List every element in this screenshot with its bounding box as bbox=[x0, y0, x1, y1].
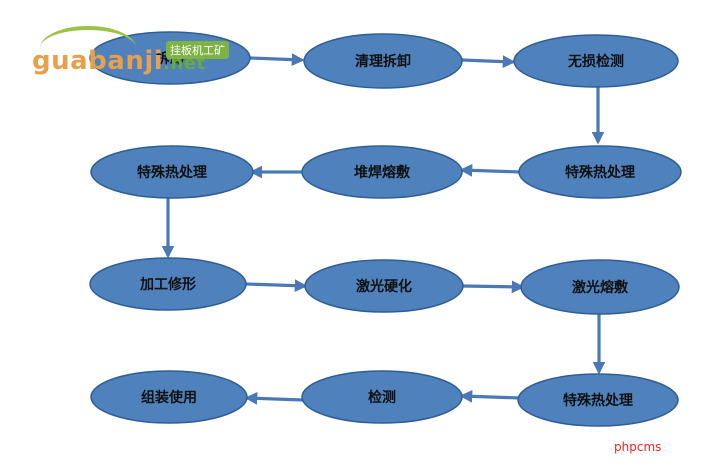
node-label: 特殊热处理 bbox=[565, 164, 635, 181]
credit-text: phpcms bbox=[614, 440, 662, 454]
node-label: 清理拆卸 bbox=[355, 53, 411, 70]
node-7: 加工修形 bbox=[89, 257, 247, 311]
arrow-4-to-5 bbox=[459, 163, 521, 177]
node-label: 特殊热处理 bbox=[137, 164, 207, 181]
node-2: 清理拆卸 bbox=[303, 33, 463, 89]
node-label: 堆焊熔敷 bbox=[354, 164, 411, 181]
node-label: 组装使用 bbox=[141, 389, 197, 406]
node-3: 无损检测 bbox=[513, 34, 679, 88]
arrow-1-to-2 bbox=[249, 53, 305, 67]
node-6: 特殊热处理 bbox=[90, 145, 254, 199]
node-label: 检测 bbox=[368, 389, 396, 406]
node-8: 激光硬化 bbox=[304, 259, 464, 313]
node-label: 激光熔敷 bbox=[572, 279, 629, 296]
node-10: 特殊热处理 bbox=[517, 373, 679, 427]
arrow-8-to-9 bbox=[461, 280, 525, 294]
node-9: 激光熔敷 bbox=[520, 259, 680, 315]
node-5: 堆焊熔敷 bbox=[301, 145, 463, 199]
node-4: 特殊热处理 bbox=[518, 145, 682, 199]
node-11: 检测 bbox=[301, 370, 463, 424]
node-12: 组装使用 bbox=[90, 370, 248, 424]
node-label: 激光硬化 bbox=[356, 278, 412, 295]
arrow-2-to-3 bbox=[461, 55, 516, 68]
node-label: 加工修形 bbox=[139, 276, 196, 293]
node-label: 特殊热处理 bbox=[563, 392, 633, 409]
arrow-7-to-8 bbox=[245, 279, 308, 293]
watermark-text: guabanji bbox=[32, 46, 164, 76]
watermark-tag: 挂板机工矿 bbox=[166, 41, 229, 59]
arrow-11-to-12 bbox=[244, 391, 304, 405]
watermark-arc bbox=[40, 26, 136, 70]
node-label: 无损检测 bbox=[567, 53, 624, 70]
arrow-10-to-11 bbox=[459, 389, 521, 403]
